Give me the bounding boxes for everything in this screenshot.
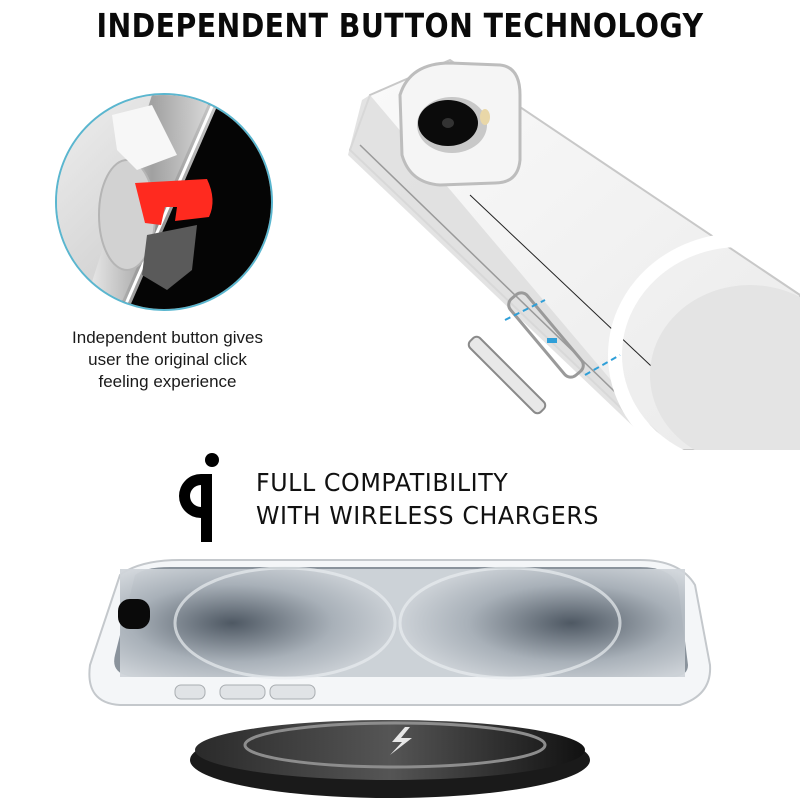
qi-logo-icon	[179, 453, 219, 542]
arrow-icon	[547, 338, 557, 343]
button-cross-section-illustration	[57, 95, 271, 309]
lightning-bolt-icon	[390, 727, 412, 755]
page-headline: INDEPENDENT BUTTON TECHNOLOGY	[96, 6, 704, 45]
caption-line-2: user the original click	[88, 350, 247, 369]
phone-case-back-illustration	[348, 58, 800, 450]
wireless-compatibility-title: FULL COMPATIBILITY WITH WIRELESS CHARGER…	[256, 466, 599, 532]
caption-line-1: Independent button gives	[72, 328, 263, 347]
button-detail-caption: Independent button gives user the origin…	[40, 327, 295, 393]
independent-button-highlight	[135, 179, 213, 225]
button-detail-closeup	[55, 93, 273, 311]
phone-on-charger-illustration	[88, 559, 712, 798]
title-line-2: WITH WIRELESS CHARGERS	[256, 501, 600, 530]
dynamic-island	[118, 599, 150, 629]
title-line-1: FULL COMPATIBILITY	[256, 468, 509, 497]
caption-line-3: feeling experience	[98, 372, 237, 391]
